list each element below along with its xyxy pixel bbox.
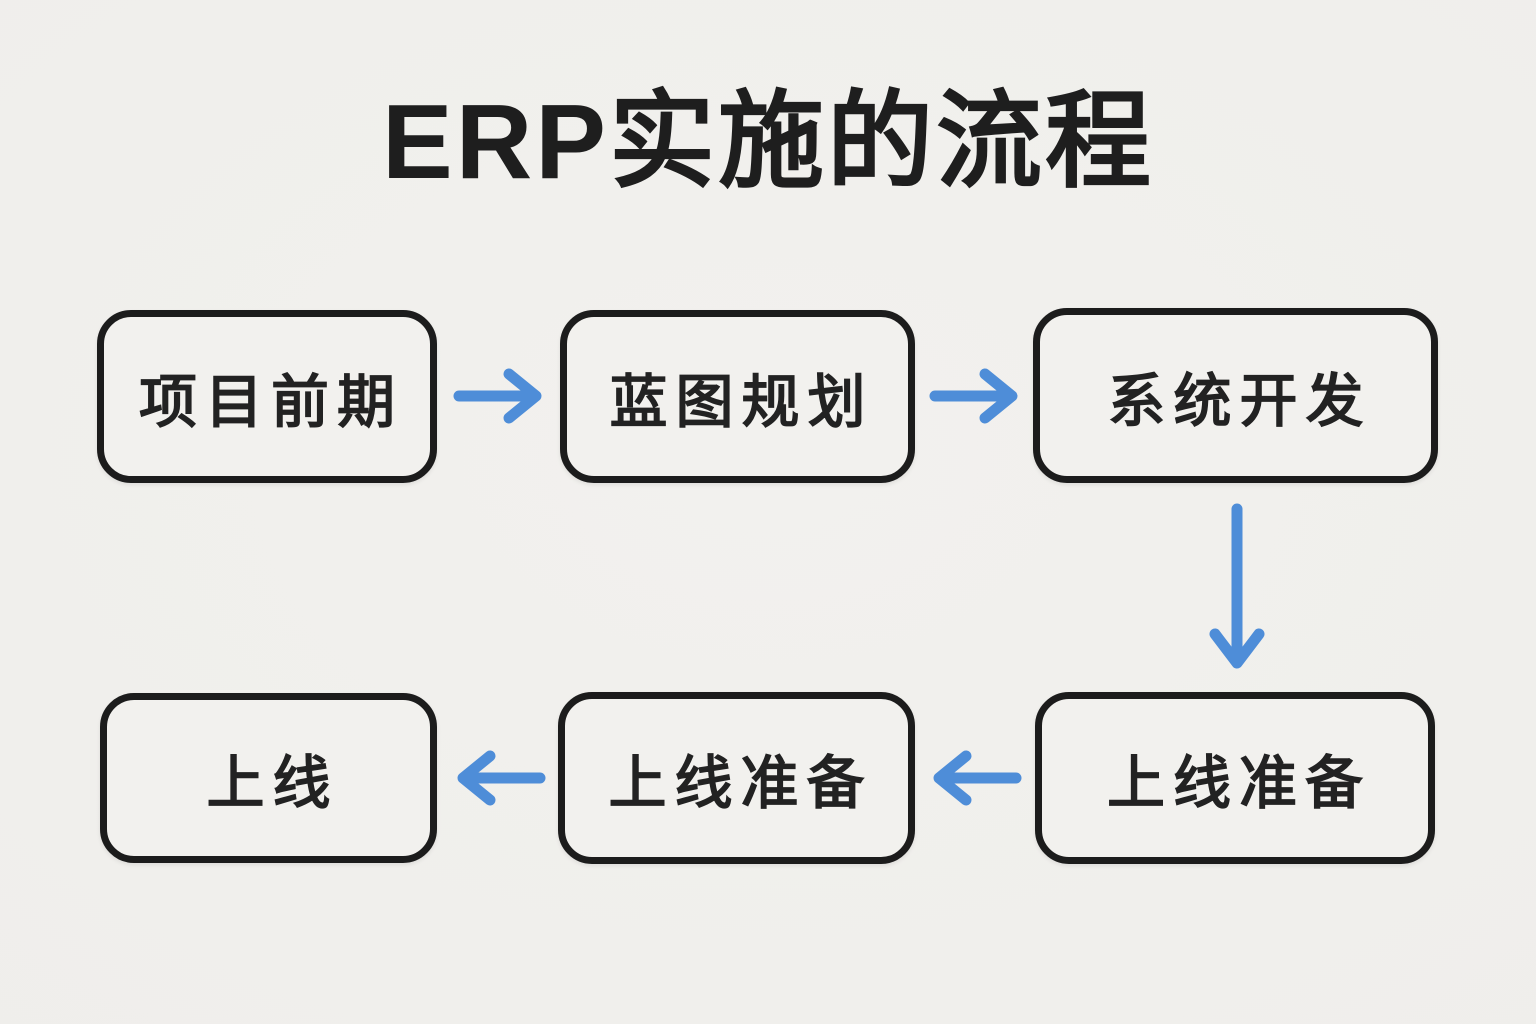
arrow-right-icon: [453, 368, 542, 424]
flow-node-label: 上线: [206, 751, 339, 816]
flow-node-label: 系统开发: [1107, 368, 1372, 434]
flow-node-label: 项目前期: [138, 369, 403, 435]
flow-node-golive-preparation-right: 上线准备: [1035, 692, 1435, 864]
arrow-left-icon: [457, 750, 546, 806]
flow-node-label: 蓝图规划: [609, 369, 874, 435]
diagram-title: ERP实施的流程: [382, 83, 1154, 201]
flow-node-system-development: 系统开发: [1033, 308, 1438, 483]
flow-node-label: 上线准备: [608, 751, 873, 816]
flow-node-golive-preparation-middle: 上线准备: [558, 692, 915, 864]
flow-node-project-preparation: 项目前期: [97, 310, 437, 483]
flow-node-go-live: 上线: [100, 693, 437, 863]
arrow-left-icon: [933, 750, 1022, 806]
flow-node-blueprint-planning: 蓝图规划: [560, 310, 915, 483]
flow-node-label: 上线准备: [1106, 751, 1371, 816]
arrow-right-icon: [929, 368, 1018, 424]
arrow-down-icon: [1209, 503, 1265, 669]
